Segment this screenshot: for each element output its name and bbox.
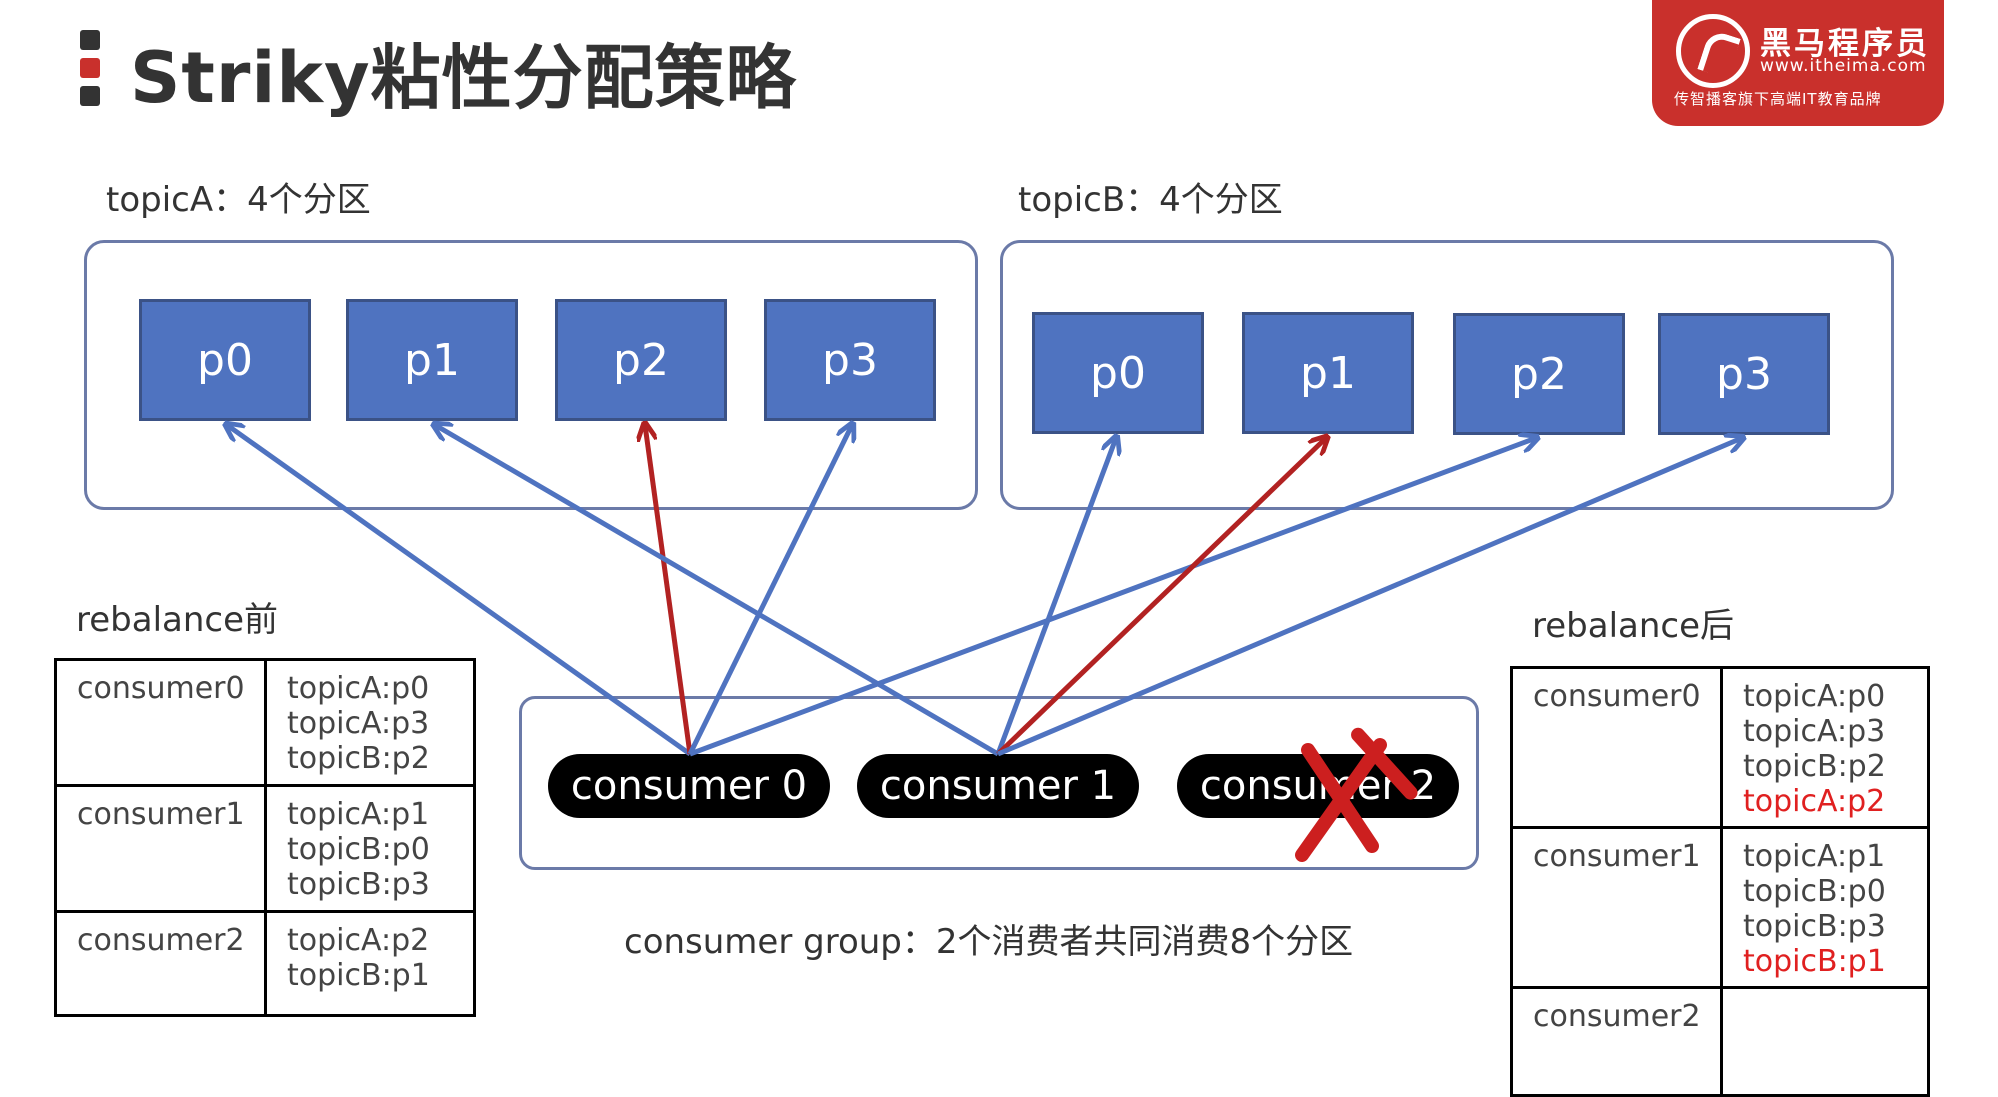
after-table-consumer-cell: consumer2 <box>1510 986 1723 1097</box>
marker-square-middle <box>80 58 100 78</box>
title-marker <box>80 30 100 114</box>
topic-b-label: topicB：4个分区 <box>1018 180 1283 220</box>
arrow-consumer-0-to-topic-a-p0 <box>227 425 692 757</box>
logo-name: 黑马程序员 <box>1760 26 1930 62</box>
removed-consumer-x-icon <box>1295 727 1418 862</box>
after-table-partition: topicA:p3 <box>1743 714 1886 749</box>
after-table-row: consumer2 <box>1510 986 1930 1097</box>
arrow-consumer-1-to-topic-b-p1 <box>996 438 1326 756</box>
arrow-consumer-1-to-topic-b-p0 <box>995 438 1116 755</box>
marker-square-top <box>80 30 100 50</box>
before-table-consumer-cell: consumer2 <box>54 910 267 1017</box>
after-table-partition: topicA:p0 <box>1743 679 1886 714</box>
arrow-consumer-1-to-topic-a-p1 <box>435 425 1000 757</box>
consumer-1-pill: consumer 1 <box>857 754 1139 818</box>
logo-url: www.itheima.com <box>1760 56 1927 76</box>
after-table-title: rebalance后 <box>1532 606 1735 646</box>
arrow-consumer-0-to-topic-a-p2 <box>645 425 693 755</box>
after-table-new-partition: topicA:p2 <box>1743 784 1886 819</box>
before-table-partition: topicB:p0 <box>287 832 430 867</box>
marker-square-bottom <box>80 86 100 106</box>
before-table-consumer-cell: consumer0 <box>54 658 267 787</box>
after-table-partition: topicA:p1 <box>1743 839 1886 874</box>
before-table-partition: topicB:p2 <box>287 741 430 776</box>
topic-a-partition-2: p2 <box>555 299 727 421</box>
before-table-partition: topicB:p3 <box>287 867 430 902</box>
before-table-partition: topicA:p1 <box>287 797 430 832</box>
before-table-partition: topicA:p0 <box>287 671 430 706</box>
after-table-consumer-cell: consumer1 <box>1510 826 1723 989</box>
before-table-consumer-cell: consumer1 <box>54 784 267 913</box>
arrow-consumer-1-to-topic-b-p3 <box>997 438 1742 757</box>
topic-b-box <box>1000 240 1894 510</box>
arrow-consumer-0-to-topic-b-p2 <box>689 438 1536 757</box>
before-table-partition: topicA:p2 <box>287 923 430 958</box>
consumer-group-box <box>519 696 1479 870</box>
before-table-partition: topicA:p3 <box>287 706 430 741</box>
before-table-title: rebalance前 <box>76 600 279 640</box>
arrow-consumer-0-to-topic-a-p3 <box>687 425 852 756</box>
after-table-partition: topicB:p3 <box>1743 909 1886 944</box>
before-table-partition: topicB:p1 <box>287 958 430 993</box>
horse-logo-icon <box>1676 14 1750 88</box>
after-table-partition: topicB:p0 <box>1743 874 1886 909</box>
topic-b-partition-2: p2 <box>1453 313 1625 435</box>
page-title: Striky粘性分配策略 <box>130 37 797 119</box>
after-table-new-partition: topicB:p1 <box>1743 944 1886 979</box>
topic-b-partition-1: p1 <box>1242 312 1414 434</box>
topic-a-partition-3: p3 <box>764 299 936 421</box>
after-table-partitions-cell <box>1720 986 1930 1097</box>
logo-slogan: 传智播客旗下高端IT教育品牌 <box>1674 90 1882 108</box>
topic-b-partition-3: p3 <box>1658 313 1830 435</box>
after-table-partition: topicB:p2 <box>1743 749 1886 784</box>
brand-logo: 黑马程序员 www.itheima.com 传智播客旗下高端IT教育品牌 <box>1652 0 1944 126</box>
topic-a-partition-1: p1 <box>346 299 518 421</box>
consumer-0-pill: consumer 0 <box>548 754 830 818</box>
topic-a-label: topicA：4个分区 <box>106 180 371 220</box>
after-table-consumer-cell: consumer0 <box>1510 666 1723 829</box>
topic-a-box <box>84 240 978 510</box>
group-caption: consumer group：2个消费者共同消费8个分区 <box>624 922 1354 962</box>
topic-a-partition-0: p0 <box>139 299 311 421</box>
